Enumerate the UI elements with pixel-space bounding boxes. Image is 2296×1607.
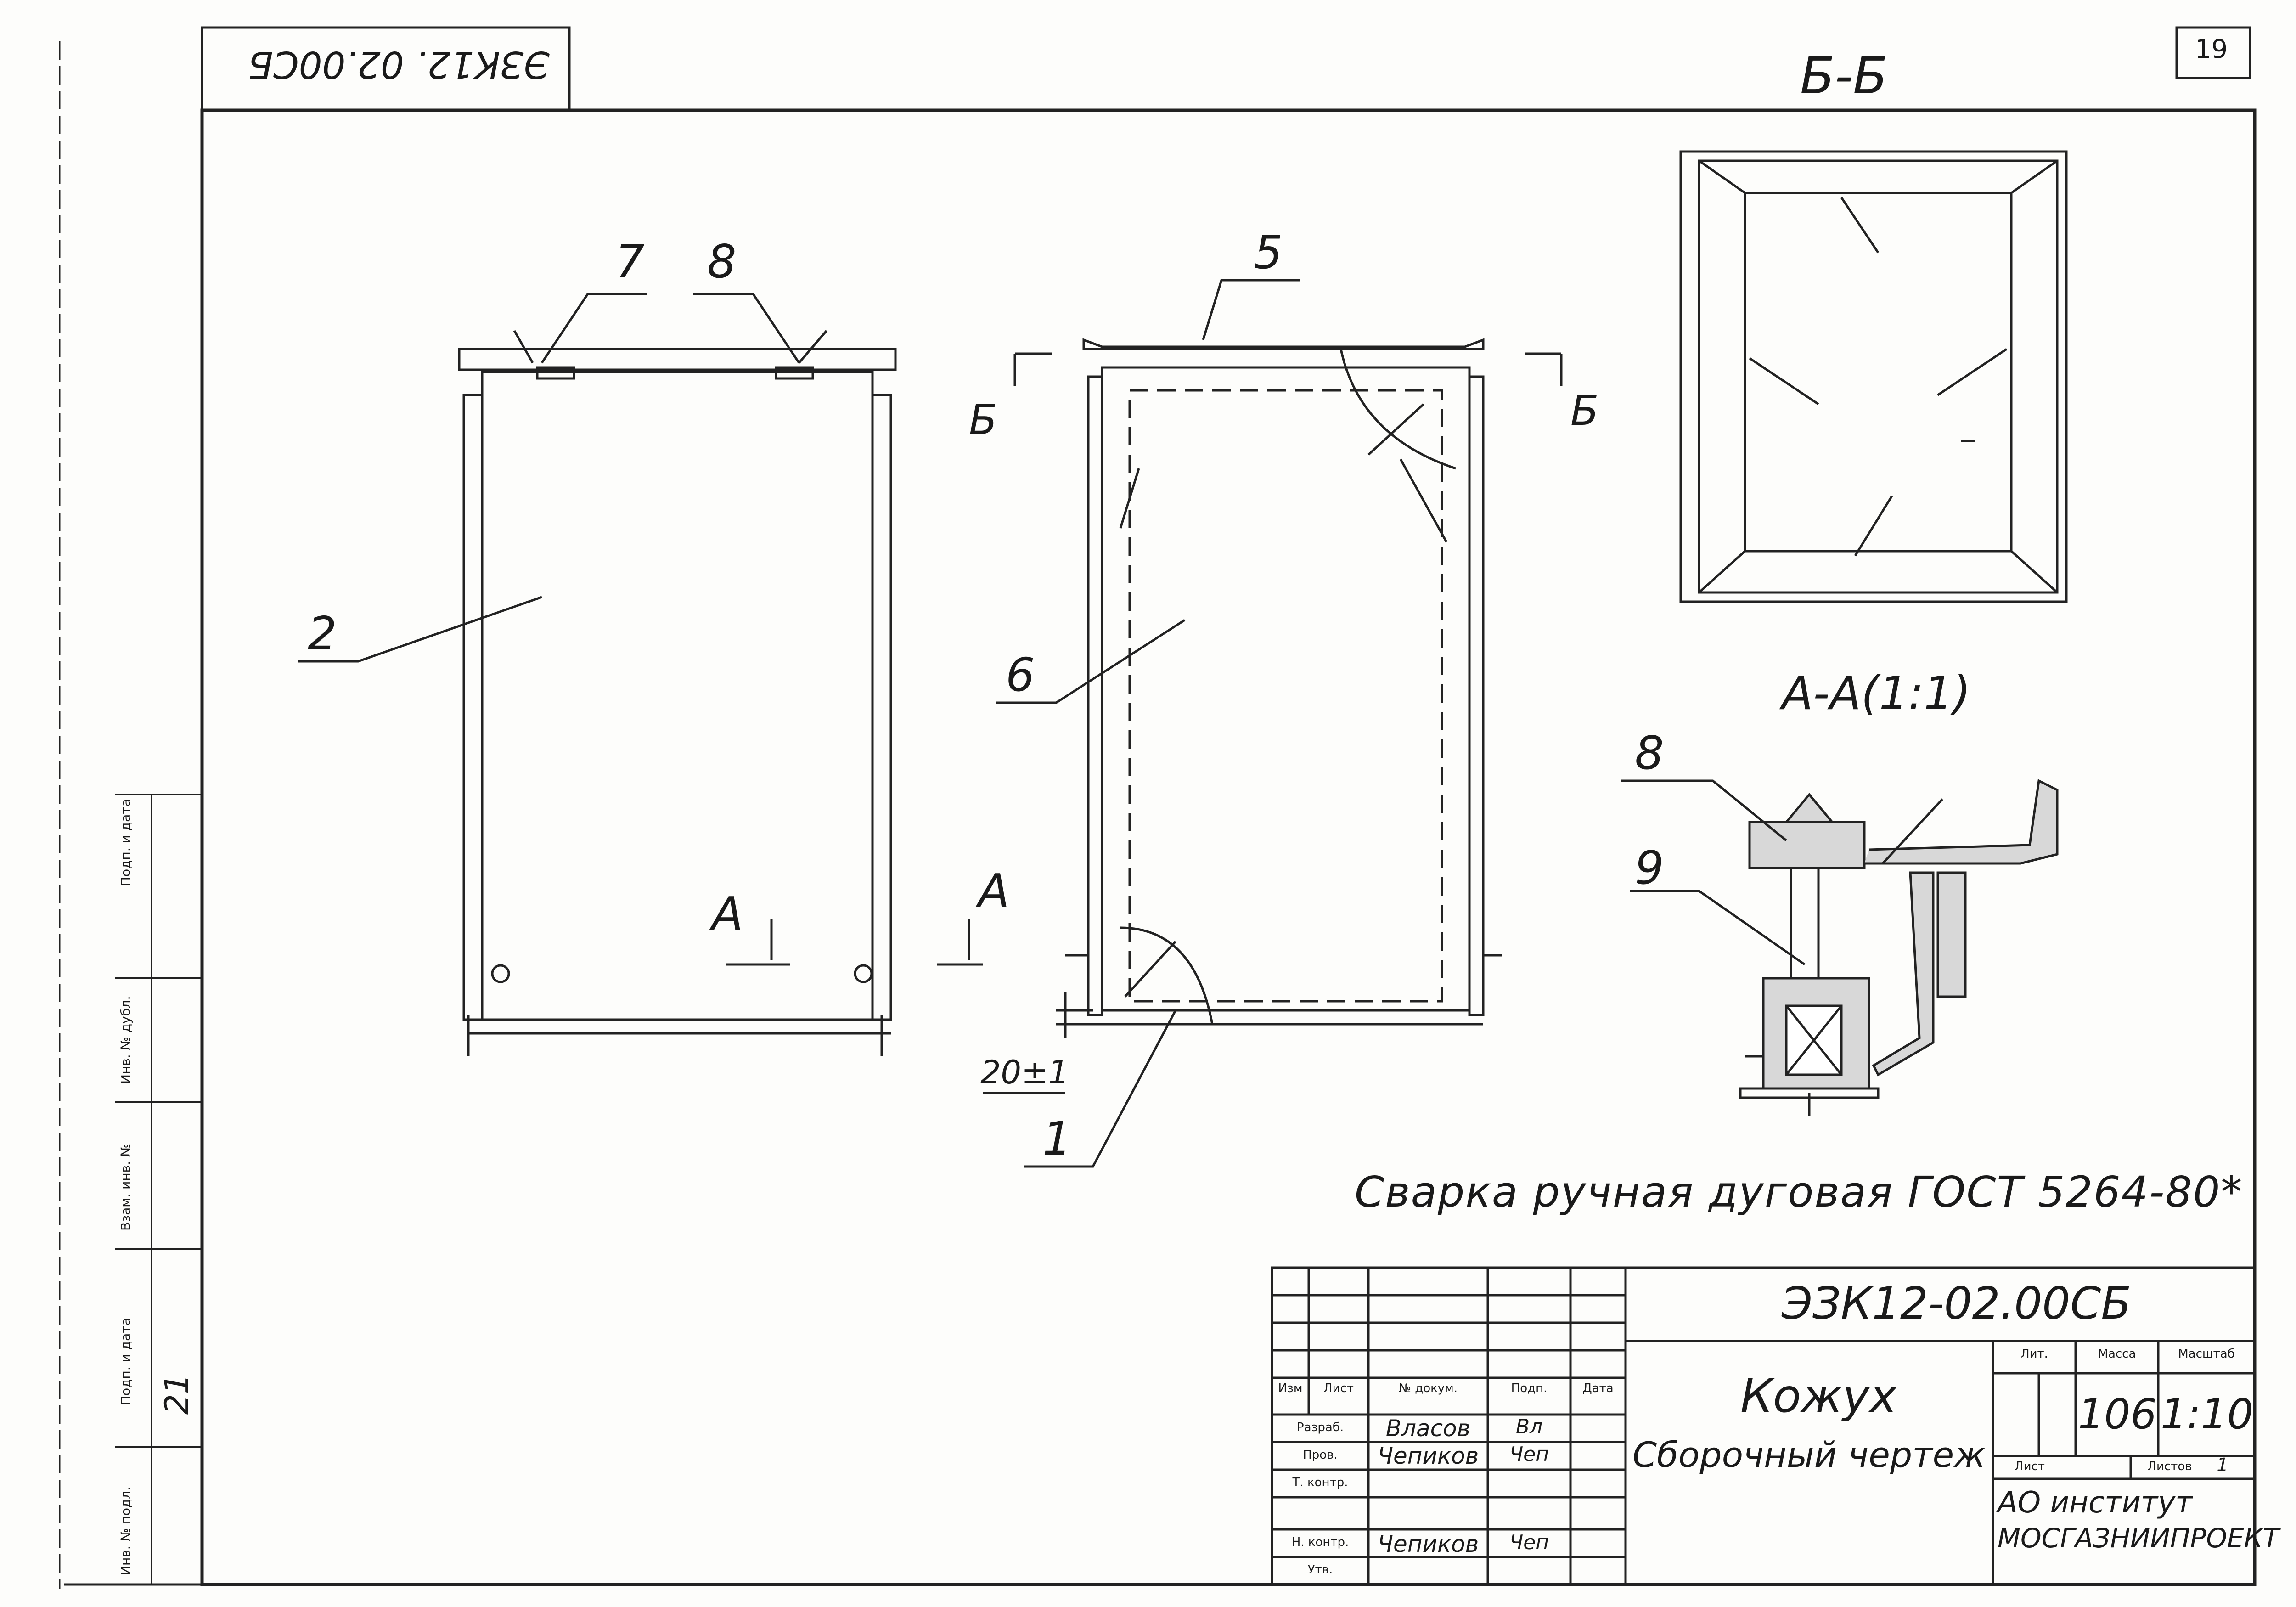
col-list: Лист (1323, 1381, 1354, 1395)
title-block-designation: ЭЗК12-02.00СБ (1782, 1278, 2132, 1329)
section-bb-title: Б-Б (1800, 46, 1888, 105)
name-n-kontr: Чепиков (1377, 1531, 1479, 1557)
dimension-20: 20±1 (980, 1054, 1069, 1091)
role-n-kontr: Н. контр. (1291, 1535, 1349, 1549)
role-utv: Утв. (1307, 1563, 1333, 1577)
designation-rotated: ЭЗК12. 02.00СБ (248, 43, 550, 86)
lit-label: Лит. (2020, 1347, 2048, 1361)
side-stamp-field3: Взам. инв. № (118, 1143, 133, 1231)
designation-box (201, 26, 571, 112)
view-left (298, 293, 897, 1056)
side-stamp-grid (115, 794, 202, 1584)
sign-razrab: Вл (1515, 1415, 1543, 1438)
page-number-box (2175, 26, 2251, 79)
cut-label-a-left: А (712, 887, 743, 941)
side-stamp-field1: Подп. и дата (118, 799, 133, 886)
view-section-aa (1621, 779, 2059, 1116)
callout-1: 1 (1042, 1112, 1072, 1166)
scale-label: Масштаб (2178, 1347, 2235, 1361)
welding-note: Сварка ручная дуговая ГОСТ 5264-80* (1355, 1167, 2243, 1217)
cut-label-b-left: Б (969, 396, 997, 444)
callout-8-right: 8 (707, 235, 737, 288)
organization-line1: АО институт (1998, 1486, 2193, 1520)
title-block-grid (1271, 1266, 2256, 1586)
col-sign: Подп. (1511, 1381, 1548, 1395)
role-t-kontr: Т. контр. (1292, 1476, 1348, 1489)
document-title: Кожух (1740, 1369, 1897, 1423)
page-number: 19 (2195, 34, 2228, 64)
callout-8-left: 7 (615, 235, 645, 288)
role-razrab: Разраб. (1296, 1421, 1344, 1434)
section-aa-title: А-А(1:1) (1782, 666, 1971, 720)
sheets-label: Листов (2147, 1460, 2192, 1473)
callout-2: 2 (308, 607, 337, 660)
sign-n-kontr: Чеп (1509, 1531, 1549, 1554)
name-razrab: Власов (1385, 1415, 1471, 1442)
col-doc: № докум. (1398, 1381, 1458, 1395)
side-stamp-field5: Инв. № подл. (118, 1486, 133, 1575)
name-prov: Чепиков (1377, 1443, 1479, 1469)
mass-label: Масса (2098, 1347, 2136, 1361)
scale-value: 1:10 (2161, 1390, 2254, 1438)
sheets-count: 1 (2217, 1455, 2228, 1476)
sheet-label: Лист (2015, 1460, 2045, 1473)
view-section-bb (1679, 150, 2068, 603)
cut-label-b-right: Б (1570, 387, 1599, 435)
view-middle (726, 279, 1563, 1168)
mass-value: 106 (2078, 1390, 2157, 1438)
callout-5: 5 (1254, 226, 1283, 279)
sign-prov: Чеп (1509, 1443, 1549, 1466)
sheet-frame (200, 108, 2257, 1586)
col-date: Дата (1582, 1381, 1614, 1395)
side-stamp-field2: Инв. № дубл. (118, 996, 133, 1084)
role-prov: Пров. (1303, 1448, 1338, 1462)
col-izm: Изм (1278, 1381, 1303, 1395)
callout-9: 9 (1635, 841, 1664, 895)
callout-7: 8 (1635, 726, 1664, 780)
side-stamp-number: 21 (158, 1373, 196, 1415)
document-subtitle: Сборочный чертеж (1632, 1434, 1986, 1475)
callout-6: 6 (1006, 648, 1035, 702)
side-stamp-field4: Подп. и дата (118, 1318, 133, 1405)
cut-label-a-right: А (978, 864, 1010, 918)
organization-line2: МОСГАЗНИИПРОЕКТ (1998, 1522, 2279, 1554)
